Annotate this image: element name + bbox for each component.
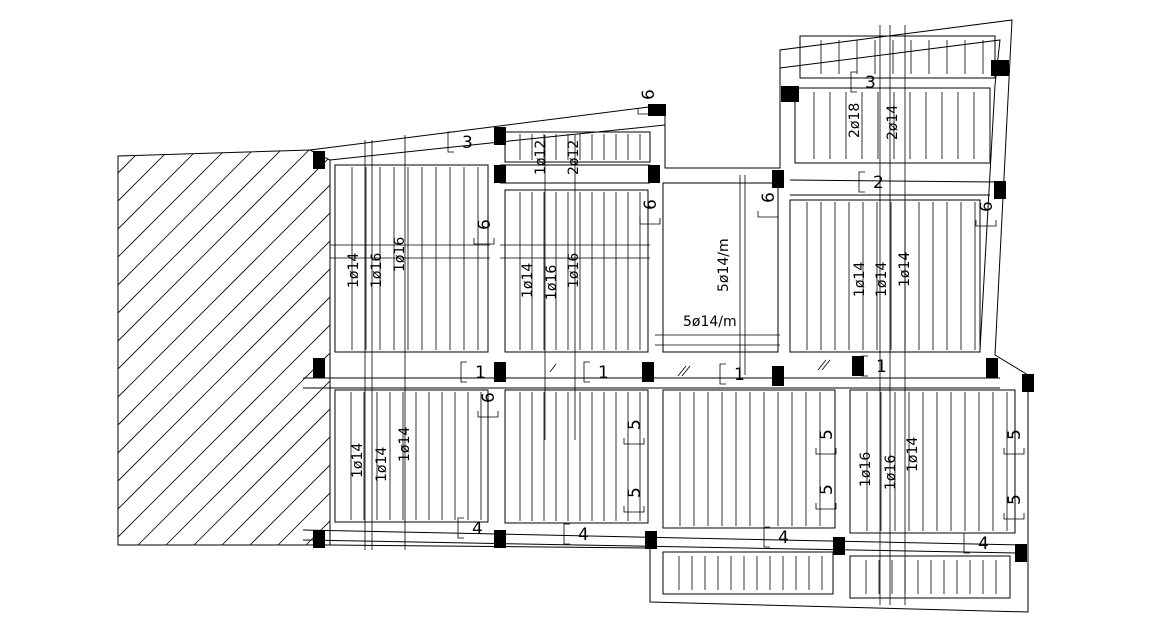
rebar-label: 1ø14: [397, 427, 413, 462]
beam-bracket: [460, 361, 467, 383]
rebar-label: 1ø14: [874, 262, 890, 297]
beam-bracket: [639, 218, 661, 225]
column: [772, 170, 784, 188]
beam-tag-number: 5: [1005, 494, 1025, 505]
rebar-label: 1ø12: [533, 140, 549, 175]
rebar-label: 1ø14: [905, 437, 921, 472]
beam-tag-number: 6: [977, 201, 997, 212]
beam-bracket: [477, 411, 499, 418]
rebar-label: 1ø16: [858, 452, 874, 487]
beam-tag-number: 1: [475, 363, 486, 383]
rebar-label: 1ø14: [374, 447, 390, 482]
rebar-label: 2ø18: [847, 103, 863, 138]
beam-tag-number: 4: [978, 534, 989, 554]
beam-bracket: [1003, 448, 1025, 455]
slab-panels: [334, 35, 1016, 599]
rebar-label: 1ø14: [897, 252, 913, 287]
beam-bracket: [473, 238, 495, 245]
column: [313, 530, 325, 548]
beam-tag-number: 6: [479, 392, 499, 403]
beam-tag-number: 4: [578, 525, 589, 545]
beam-tag-number: 5: [817, 484, 837, 495]
beam-bracket: [583, 361, 590, 383]
column: [833, 537, 845, 555]
columns: [313, 60, 1034, 562]
beam-bracket: [850, 71, 857, 93]
column: [313, 151, 325, 169]
hatched-void: [117, 149, 331, 546]
beam-bracket: [623, 438, 645, 445]
rebar-label: 1ø16: [544, 265, 560, 300]
column: [494, 530, 506, 548]
column: [494, 362, 506, 382]
beam-tag-number: 1: [876, 357, 887, 377]
rebar-label: 1ø14: [852, 262, 868, 297]
beam-bracket: [1003, 513, 1025, 520]
rebar-lines: [330, 25, 906, 605]
column: [494, 127, 506, 145]
beam-bracket: [815, 448, 837, 455]
beam-bracket: [447, 131, 454, 153]
beam-tag-number: 5: [625, 487, 645, 498]
beam-tag-number: 1: [598, 363, 609, 383]
column: [994, 181, 1006, 199]
column: [852, 356, 864, 376]
column: [648, 104, 666, 116]
beam-bracket: [457, 517, 464, 539]
beam-tag-number: 6: [759, 192, 779, 203]
column: [494, 165, 506, 183]
column: [642, 362, 654, 382]
beam-tag-number: 6: [475, 219, 495, 230]
column: [986, 358, 998, 378]
column: [991, 60, 1009, 76]
column: [1015, 544, 1027, 562]
rebar-label: 1ø14: [350, 443, 366, 478]
rebar-label: 1ø16: [883, 455, 899, 490]
beam-tag-number: 5: [817, 429, 837, 440]
beam-tag-number: 6: [639, 89, 659, 100]
beam-bracket: [637, 108, 659, 115]
beam-tag-number: 4: [472, 519, 483, 539]
beam-bracket: [815, 503, 837, 510]
beam-bracket: [763, 526, 770, 548]
column: [781, 86, 799, 102]
rebar-label: 1ø14: [520, 263, 536, 298]
rebar-label: 1ø16: [392, 237, 408, 272]
beam-tag-number: 2: [873, 173, 884, 193]
beam-bracket: [563, 523, 570, 545]
rebar-label: 5ø14/m: [683, 314, 737, 330]
column: [772, 366, 784, 386]
rebar-label: 1ø14: [346, 253, 362, 288]
beam-bracket: [963, 532, 970, 554]
rebar-label: 2ø12: [566, 140, 582, 175]
rebar-label: 2ø14: [885, 105, 901, 140]
beam-bracket: [757, 211, 779, 218]
beam-tag-number: 3: [462, 133, 473, 153]
beam-bracket: [623, 506, 645, 513]
beam-tags: 3 3 1 1 1 1 2 4 4 4 4 5 5 5 5 5 5 6 6 6 6 6 6: [447, 71, 1025, 554]
rebar-labels: 1ø14 1ø16 1ø16 1ø12 2ø12 1ø14 1ø16 1ø16 …: [346, 103, 921, 490]
column: [648, 165, 660, 183]
column: [313, 358, 325, 378]
beam-bracket: [861, 355, 868, 377]
beam-tag-number: 1: [734, 365, 745, 385]
column: [645, 531, 657, 549]
section-marks: [549, 359, 831, 377]
beam-bracket: [975, 220, 997, 227]
beam-tag-number: 4: [778, 528, 789, 548]
rebar-label: 1ø16: [566, 253, 582, 288]
beam-tag-number: 5: [625, 419, 645, 430]
beam-bracket: [858, 171, 865, 193]
rebar-label: 5ø14/m: [716, 238, 732, 292]
rebar-label: 1ø16: [369, 253, 385, 288]
column: [1022, 374, 1034, 392]
beam-tag-number: 6: [641, 199, 661, 210]
beam-bracket: [719, 363, 726, 385]
beam-tag-number: 3: [865, 73, 876, 93]
beam-tag-number: 5: [1005, 429, 1025, 440]
